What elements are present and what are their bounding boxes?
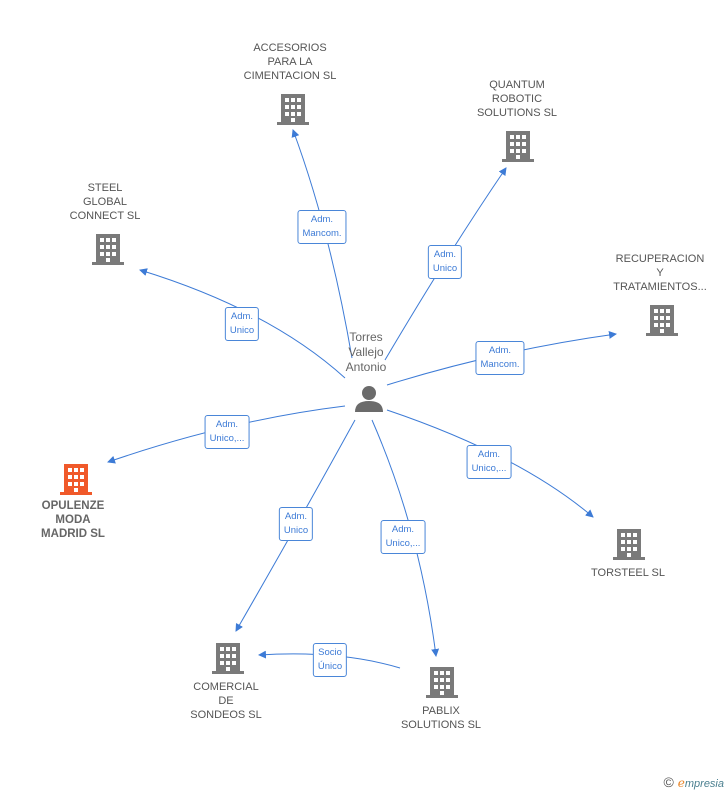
company-label-torsteel[interactable]: TORSTEEL SL xyxy=(591,567,665,579)
role-box-steel[interactable]: Adm.Unico xyxy=(224,307,260,341)
footer-brand[interactable]: ©empresia xyxy=(663,774,724,790)
copyright-icon: © xyxy=(663,774,674,790)
role-box-accesorios[interactable]: Adm.Mancom. xyxy=(297,210,347,244)
company-label-opulenze[interactable]: OPULENZE MODA MADRID SL xyxy=(41,500,105,540)
role-box-opulenze[interactable]: Adm.Unico,... xyxy=(204,415,250,449)
company-label-accesorios[interactable]: ACCESORIOS PARA LA CIMENTACION SL xyxy=(243,42,337,82)
role-box-quantum[interactable]: Adm.Unico xyxy=(427,245,463,279)
building-icon-comercial xyxy=(212,643,244,674)
person-icon xyxy=(355,386,383,412)
building-icon-recuperacion xyxy=(646,305,678,336)
role-box-comercial[interactable]: Adm.Unico xyxy=(278,507,314,541)
role-box-torsteel[interactable]: Adm.Unico,... xyxy=(466,445,512,479)
company-label-quantum[interactable]: QUANTUM ROBOTIC SOLUTIONS SL xyxy=(476,79,558,119)
company-label-comercial[interactable]: COMERCIAL DE SONDEOS SL xyxy=(190,681,262,721)
brand-name: mpresia xyxy=(684,778,724,790)
brand-initial: e xyxy=(677,776,685,790)
company-label-recuperacion[interactable]: RECUPERACION Y TRATAMIENTOS... xyxy=(613,253,707,293)
building-icon-torsteel xyxy=(613,529,645,560)
company-label-steel[interactable]: STEEL GLOBAL CONNECT SL xyxy=(69,182,141,222)
building-icon-steel xyxy=(92,234,124,265)
role-box-recuperacion[interactable]: Adm.Mancom. xyxy=(475,341,525,375)
building-icon-opulenze xyxy=(60,464,92,495)
building-icon-pablix xyxy=(426,667,458,698)
role-box-pablix[interactable]: Adm.Unico,... xyxy=(380,520,426,554)
person-label: Torres Vallejo Antonio xyxy=(345,330,387,374)
company-label-pablix[interactable]: PABLIX SOLUTIONS SL xyxy=(400,705,482,731)
building-icon-accesorios xyxy=(277,94,309,125)
edge-accesorios xyxy=(291,129,353,359)
building-icon-quantum xyxy=(502,131,534,162)
